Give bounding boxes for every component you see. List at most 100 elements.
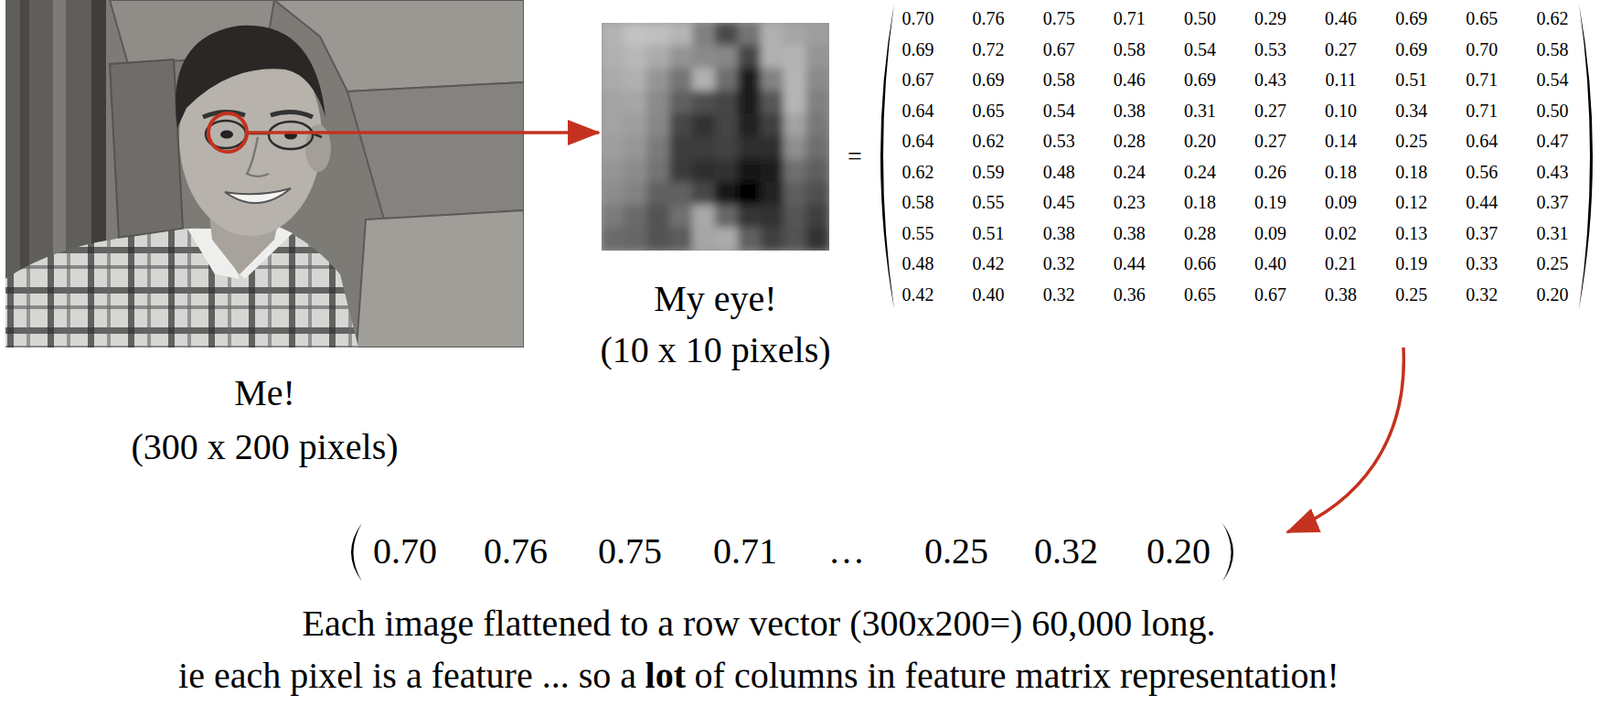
matrix-cell: 0.65 <box>1465 9 1498 28</box>
matrix-cell: 0.50 <box>1184 9 1216 28</box>
matrix-cell: 0.72 <box>972 40 1005 59</box>
matrix-cell: 0.38 <box>1113 101 1146 120</box>
matrix-cell: 0.42 <box>902 285 935 304</box>
eye-image-node: My eye!(10 x 10 pixels) <box>601 22 830 251</box>
matrix-cell: 0.40 <box>972 285 1005 304</box>
matrix-cell: 0.09 <box>1324 192 1357 212</box>
matrix-cell: 0.51 <box>972 224 1005 243</box>
matrix-cell: 0.48 <box>902 254 935 273</box>
matrix-cell: 0.64 <box>902 101 935 120</box>
vector-entry: 0.76 <box>483 533 548 570</box>
matrix-cell: 0.10 <box>1324 101 1357 120</box>
vector-entry: 0.25 <box>924 533 989 570</box>
matrix-cell: 0.37 <box>1536 192 1568 212</box>
matrix-cell: 0.59 <box>972 162 1005 182</box>
matrix-cell: 0.28 <box>1184 224 1216 243</box>
matrix-cell: 0.26 <box>1254 162 1287 182</box>
matrix-cell: 0.44 <box>1113 254 1146 273</box>
matrix-cell: 0.53 <box>1254 40 1287 59</box>
image-dimensions: (300 x 200 pixels) <box>130 426 398 468</box>
matrix-cell: 0.54 <box>1536 70 1568 89</box>
matrix-cell: 0.11 <box>1324 70 1356 89</box>
matrix-cell: 0.18 <box>1184 192 1216 212</box>
matrix-cell: 0.46 <box>1324 9 1357 28</box>
matrix-cell: 0.25 <box>1536 254 1568 273</box>
matrix-cell: 0.40 <box>1254 254 1287 273</box>
brackets <box>351 3 1593 582</box>
curved-arrow <box>1287 347 1404 533</box>
matrix-cell: 0.58 <box>1536 40 1568 59</box>
note-text: ie each pixel is a feature ... so a <box>178 654 637 696</box>
note-text: Each image flattened to a row vector (30… <box>302 602 1216 644</box>
photo-node: Me!(300 x 200 pixels) <box>5 0 524 348</box>
matrix-cell: 0.69 <box>972 70 1005 89</box>
matrix-cell: 0.43 <box>1254 70 1287 89</box>
matrix-cell: 0.48 <box>1043 162 1076 182</box>
note-text: of columns in feature matrix representat… <box>694 654 1340 696</box>
matrix-cell: 0.47 <box>1536 131 1568 150</box>
matrix-cell: 0.32 <box>1043 254 1076 273</box>
matrix-cell: 0.66 <box>1184 254 1216 273</box>
vector-entry: 0.75 <box>597 533 662 570</box>
matrix-cell: 0.70 <box>902 9 935 28</box>
note-line: ie each pixel is a feature ... so alotof… <box>0 655 1518 696</box>
pointer-arrow <box>246 130 599 135</box>
matrix-cell: 0.27 <box>1254 131 1287 150</box>
matrix-cell: 0.69 <box>1395 40 1428 59</box>
matrix-cell: 0.18 <box>1324 162 1357 182</box>
eye-image <box>601 22 830 251</box>
matrix-cell: 0.58 <box>1113 40 1146 59</box>
matrix-cell: 0.70 <box>1465 40 1498 59</box>
matrix-cell: 0.19 <box>1254 192 1287 212</box>
matrix-cell: 0.46 <box>1113 70 1146 89</box>
matrix-cell: 0.38 <box>1043 224 1076 243</box>
matrix-cell: 0.18 <box>1395 162 1428 182</box>
vector-entry: 0.70 <box>373 533 438 570</box>
matrix-cell: 0.65 <box>1184 285 1216 304</box>
matrix-cell: 0.34 <box>1395 101 1428 120</box>
matrix-cell: 0.24 <box>1184 162 1216 182</box>
matrix-cell: 0.58 <box>1043 70 1076 89</box>
matrix-cell: 0.12 <box>1395 192 1428 212</box>
vector-entry: 0.20 <box>1146 533 1211 570</box>
matrix-cell: 0.31 <box>1536 224 1568 243</box>
matrix-cell: 0.71 <box>1113 9 1146 28</box>
photo <box>5 0 524 348</box>
highlight-circle <box>208 113 247 152</box>
matrix-cell: 0.25 <box>1395 285 1428 304</box>
matrix-cell: 0.13 <box>1395 224 1428 243</box>
matrix-cell: 0.28 <box>1113 131 1146 150</box>
matrix-cell: 0.71 <box>1465 70 1498 89</box>
bracket <box>1578 3 1593 310</box>
matrix-cell: 0.14 <box>1324 131 1357 150</box>
image-dimensions: (10 x 10 pixels) <box>599 330 831 371</box>
matrix-cell: 0.31 <box>1184 101 1216 120</box>
matrix-cell: 0.09 <box>1254 224 1287 243</box>
matrix-cell: 0.62 <box>972 131 1005 150</box>
matrix-cell: 0.33 <box>1465 254 1498 273</box>
matrix-cell: 0.69 <box>1395 9 1428 28</box>
vector-entry: 0.71 <box>713 533 778 570</box>
matrix-cell: 0.76 <box>972 9 1005 28</box>
matrix-cell: 0.42 <box>972 254 1005 273</box>
matrix-cell: 0.36 <box>1113 285 1146 304</box>
matrix-cell: 0.67 <box>1043 40 1076 59</box>
note-text: lot <box>645 654 686 696</box>
matrix-cell: 0.23 <box>1113 192 1146 212</box>
matrix-cell: 0.27 <box>1254 101 1287 120</box>
vector-entry: … <box>828 533 865 570</box>
matrix-cell: 0.44 <box>1465 192 1498 212</box>
matrix-cell: 0.32 <box>1043 285 1076 304</box>
matrix-cell: 0.19 <box>1395 254 1428 273</box>
matrix-cell: 0.54 <box>1184 40 1216 59</box>
matrix-cell: 0.53 <box>1043 131 1076 150</box>
matrix-cell: 0.50 <box>1536 101 1568 120</box>
matrix-cell: 0.55 <box>972 192 1005 212</box>
matrix-cell: 0.21 <box>1324 254 1357 273</box>
equals-sign: = <box>847 143 863 170</box>
bracket <box>351 522 363 582</box>
image-caption: Me! <box>234 373 296 414</box>
matrix-cell: 0.64 <box>1465 131 1498 150</box>
vector-entry: 0.32 <box>1034 533 1099 570</box>
